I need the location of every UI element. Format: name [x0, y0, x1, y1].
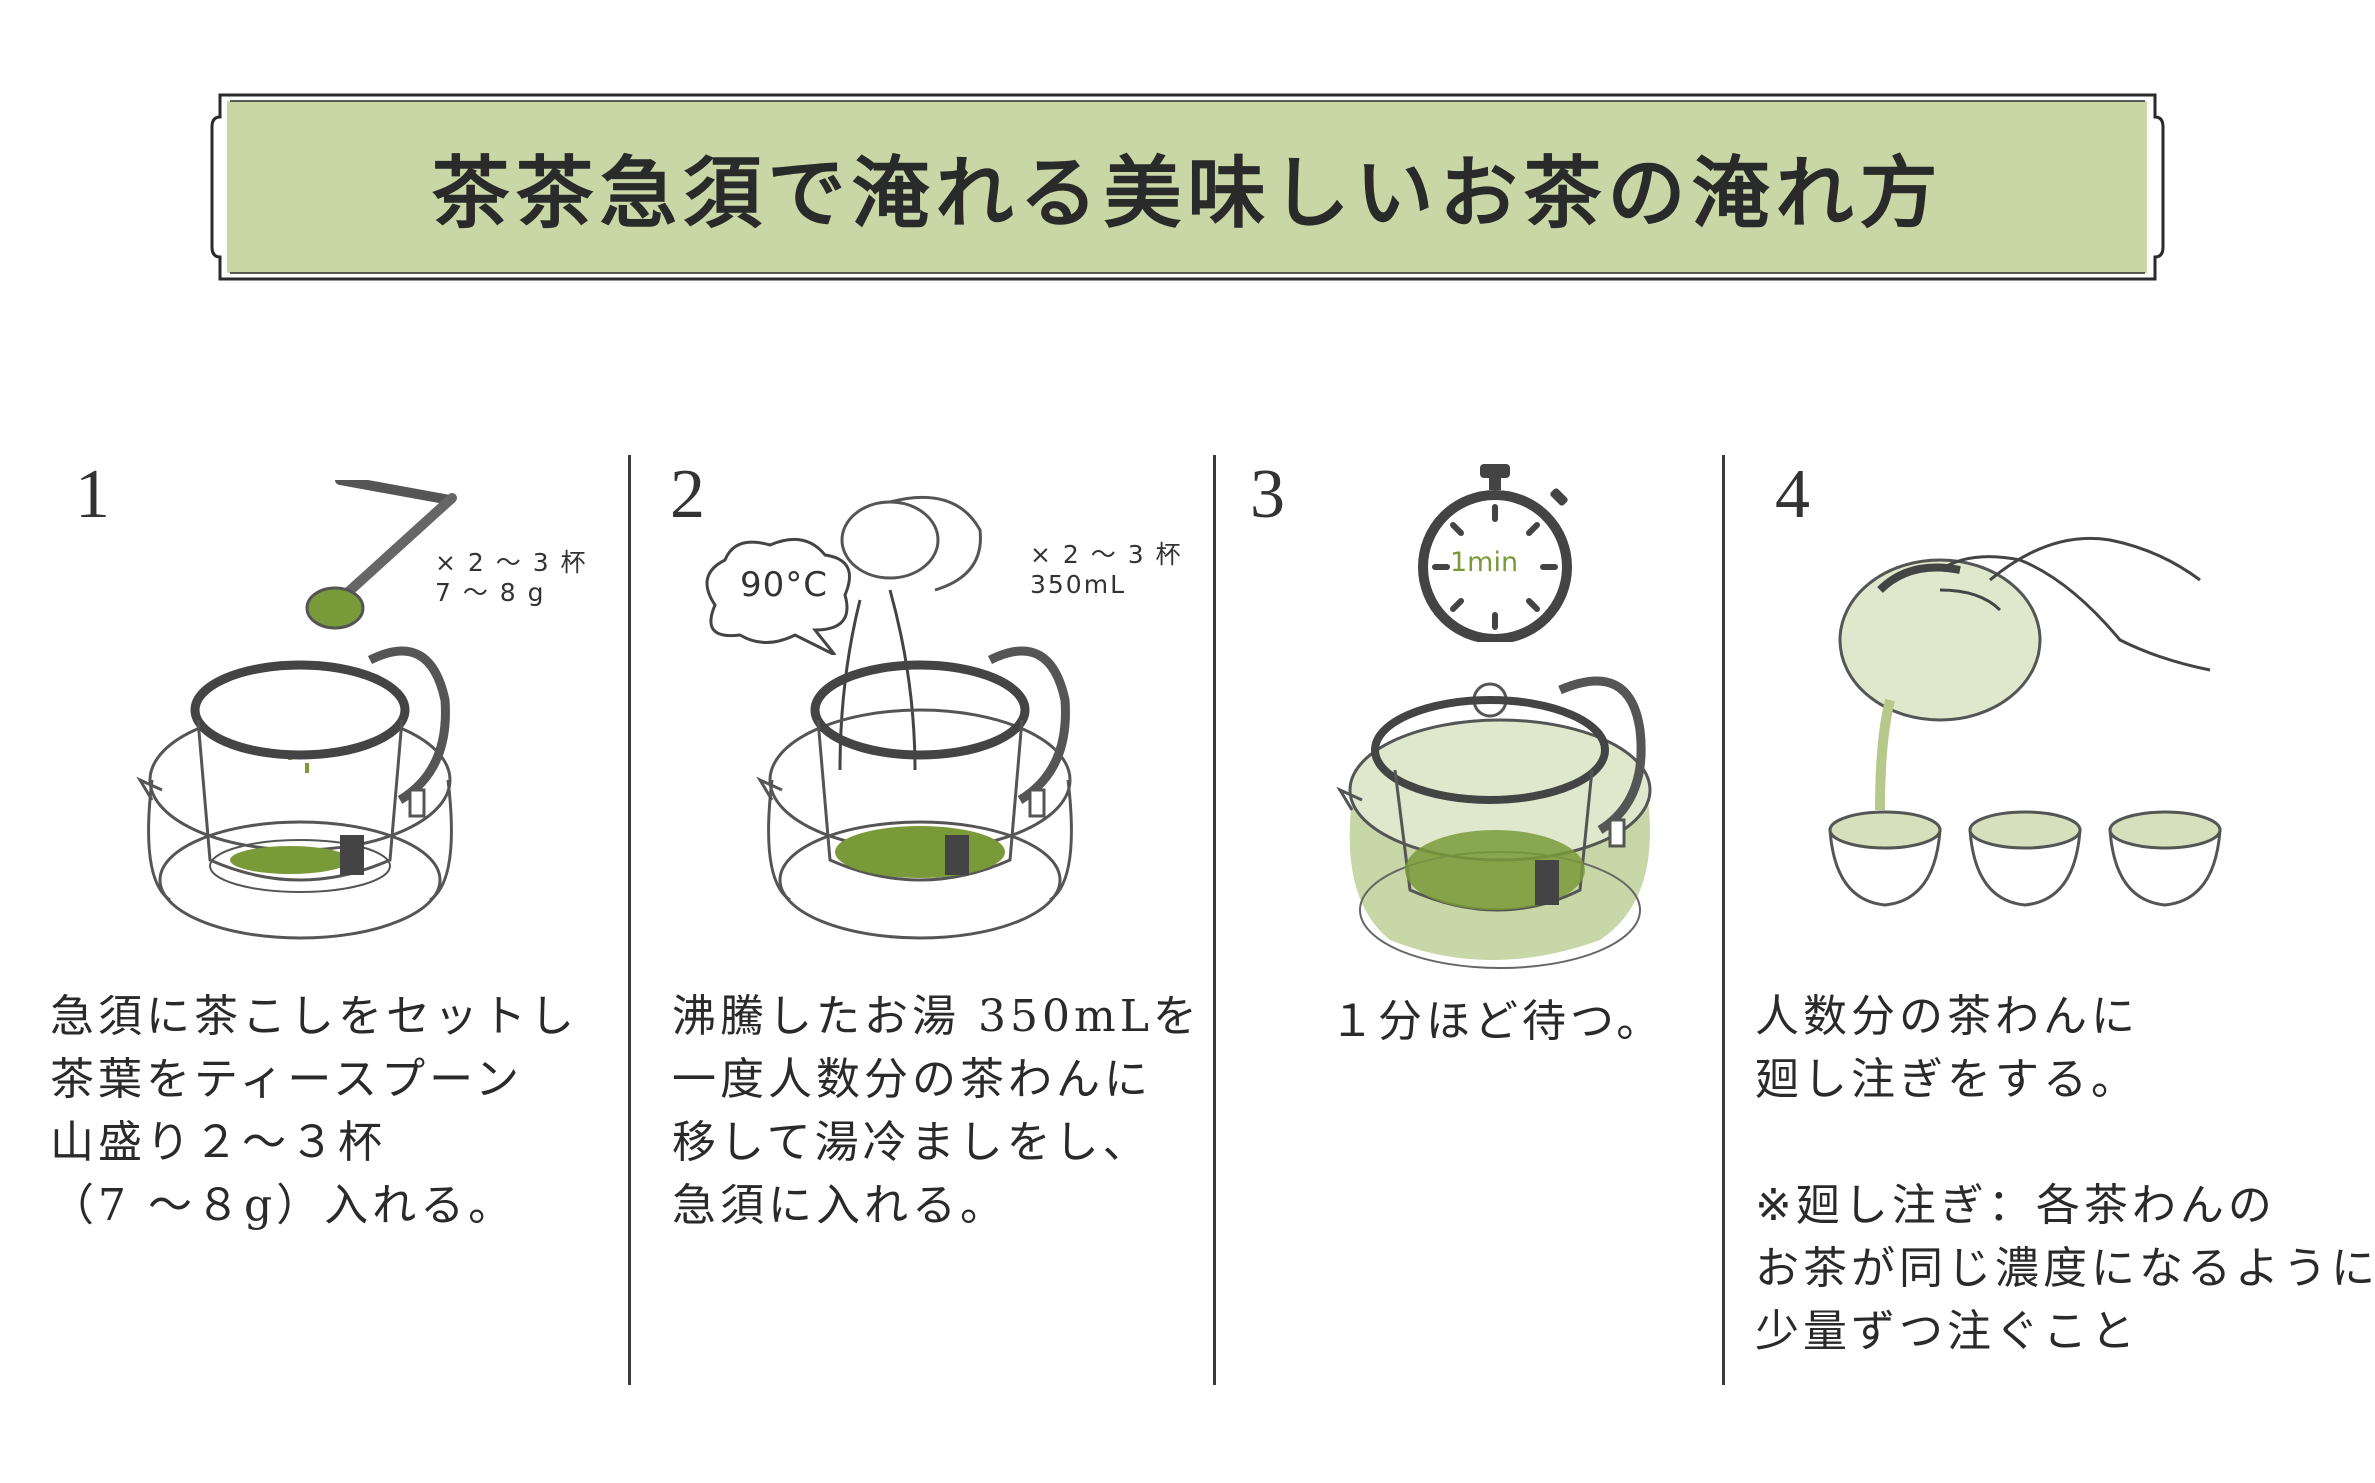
step1-note: × 2 〜 3 杯 7 〜 8 g [435, 548, 588, 608]
step4-description: 人数分の茶わんに 廻し注ぎをする。 ※廻し注ぎ：各茶わんの お茶が同じ濃度になる… [1755, 991, 2375, 1357]
step-number: 3 [1250, 456, 1285, 533]
speech-bubble [705, 537, 851, 655]
step2-description: 沸騰したお湯 350mLを 一度人数分の茶わんに 移して湯冷ましをし、 急須に入… [672, 991, 1201, 1231]
step-number: 1 [75, 456, 110, 533]
column-divider [1722, 455, 1725, 1385]
title-banner: 茶茶急須で淹れる美味しいお茶の淹れ方 [205, 87, 2170, 287]
step2-note-cups: × 2 〜 3 杯 [1030, 540, 1183, 569]
stopwatch-icon [1418, 464, 1572, 642]
step2-note: × 2 〜 3 杯 350mL [1030, 540, 1183, 600]
step1-description: 急須に茶こしをセットし 茶葉をティースプーン 山盛り２〜３杯 （7 〜８g）入れ… [50, 991, 578, 1231]
timer-label: 1min [1450, 547, 1519, 578]
step1-note-cups: × 2 〜 3 杯 [435, 548, 588, 577]
page-title: 茶茶急須で淹れる美味しいお茶の淹れ方 [431, 148, 1944, 239]
step-number: 4 [1775, 456, 1810, 533]
step1-note-grams: 7 〜 8 g [435, 578, 546, 607]
step-number: 2 [670, 456, 705, 533]
pouring-into-cups-illustration [1828, 536, 2222, 907]
banner-frame [210, 93, 2165, 281]
column-divider [628, 455, 631, 1385]
teapot-pouring-water-illustration [756, 495, 1073, 940]
step3-description: １分ほど待つ。 [1330, 996, 1665, 1047]
steeping-teapot-illustration [1336, 676, 1652, 969]
step2-note-volume: 350mL [1030, 570, 1126, 599]
column-divider [1213, 455, 1216, 1385]
teapot-with-spoon-illustration [136, 480, 457, 940]
temperature-label: 90°C [740, 565, 829, 605]
